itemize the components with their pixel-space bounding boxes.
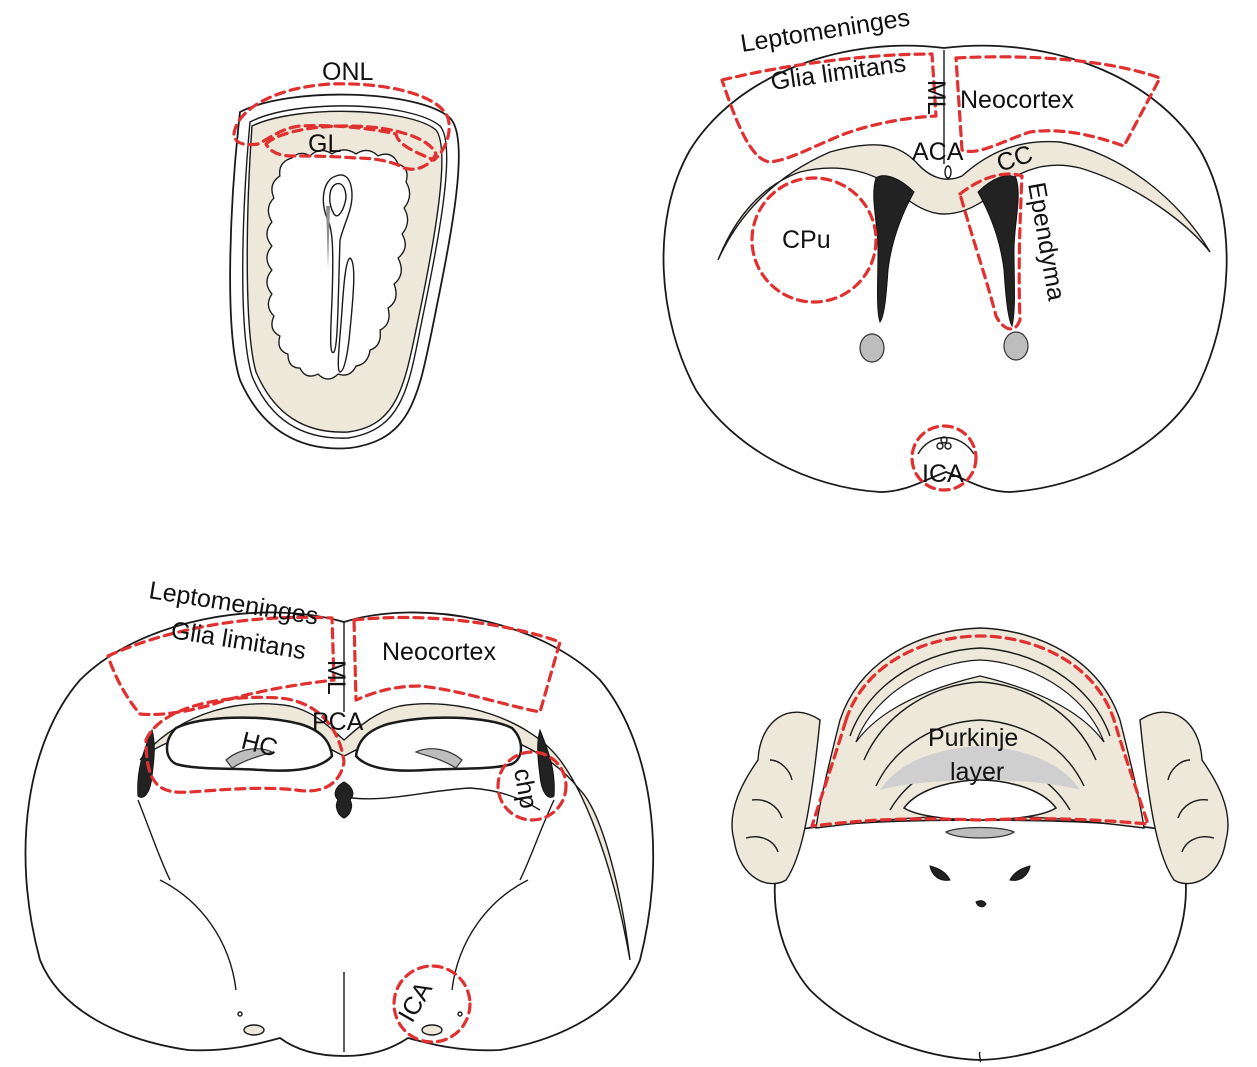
onl-label: ONL bbox=[322, 58, 374, 86]
anterior-cpu-label: CPu bbox=[782, 226, 831, 254]
cerebellum-lower-outline bbox=[775, 820, 1186, 1060]
posterior-right-hippocampus bbox=[356, 718, 521, 771]
posterior-coronal-panel: Leptomeninges Glia limitans ML Neocortex… bbox=[25, 576, 653, 1056]
cerebellum-panel: Purkinje layer bbox=[732, 628, 1228, 1062]
anterior-ml-label: ML bbox=[922, 80, 950, 115]
anterior-aca-label: ACA bbox=[912, 138, 964, 166]
gl-label: GL bbox=[308, 130, 341, 158]
posterior-third-ventricle bbox=[335, 782, 353, 818]
posterior-neocortex-label: Neocortex bbox=[382, 638, 496, 666]
olfactory-bulb-panel: ONL GL bbox=[230, 58, 459, 448]
anterior-neocortex-label: Neocortex bbox=[960, 86, 1074, 114]
anterior-left-grey-nucleus bbox=[860, 334, 884, 362]
anterior-right-grey-nucleus bbox=[1004, 332, 1028, 360]
cerebellum-brainstem-lobes bbox=[946, 828, 1014, 839]
posterior-ml-label: ML bbox=[322, 660, 350, 695]
posterior-right-small-nucleus bbox=[422, 1025, 442, 1035]
purkinje-label-line1: Purkinje bbox=[928, 724, 1018, 752]
anterior-ica-label: ICA bbox=[922, 460, 964, 488]
purkinje-label-line2: layer bbox=[950, 758, 1004, 786]
posterior-left-small-nucleus bbox=[244, 1025, 264, 1035]
anterior-coronal-panel: Leptomeninges Glia limitans ML Neocortex… bbox=[664, 4, 1227, 492]
posterior-pca-label: PCA bbox=[312, 708, 364, 736]
